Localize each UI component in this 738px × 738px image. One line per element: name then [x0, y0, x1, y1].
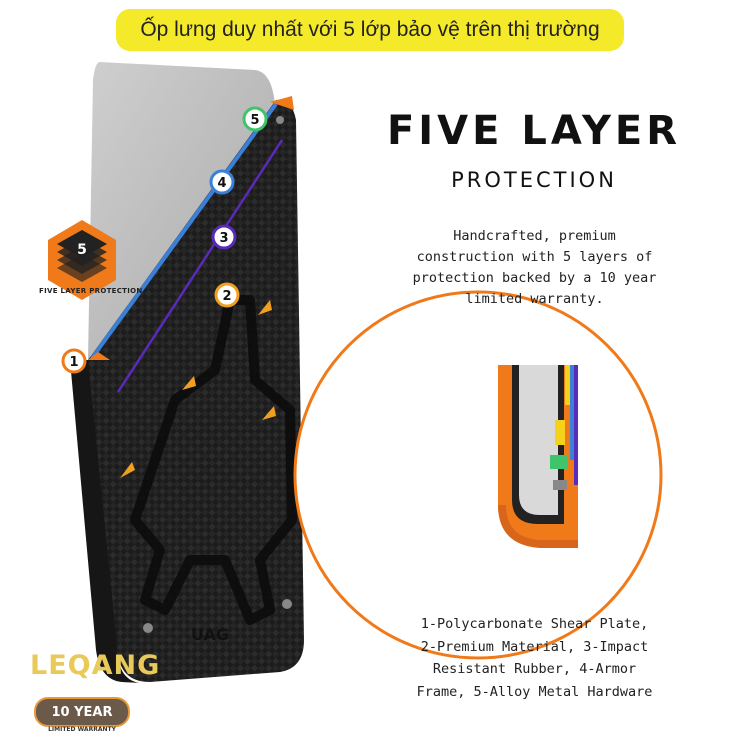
screw-icon: [143, 623, 153, 633]
warranty-subtitle: LIMITED WARRANTY: [48, 726, 116, 733]
svg-text:4: 4: [217, 176, 226, 191]
promo-banner: Ốp lưng duy nhất với 5 lớp bảo vệ trên t…: [116, 9, 624, 51]
armor-orange-tab-1: [120, 462, 135, 478]
svg-text:3: 3: [219, 231, 228, 246]
svg-text:2: 2: [222, 289, 231, 304]
marker-5: 5: [242, 106, 268, 132]
screw-icon: [276, 116, 284, 124]
svg-text:5: 5: [250, 113, 259, 128]
layers-line: Frame, 5-Alloy Metal Hardware: [416, 683, 653, 700]
page-subtitle: PROTECTION: [451, 168, 617, 192]
svg-text:1: 1: [69, 355, 78, 370]
layer-line-3: [116, 139, 284, 393]
five-layer-badge-icon: 5: [48, 220, 116, 300]
phone-back: [88, 62, 275, 360]
layers-line: Resistant Rubber, 4-Armor: [432, 661, 637, 677]
case-brand-logo: UAG: [191, 625, 229, 644]
svg-text:5: 5: [77, 242, 87, 258]
layer-line-4: [90, 102, 278, 360]
screw-icon: [282, 599, 292, 609]
marker-3: 3: [211, 224, 237, 250]
description-text: Handcrafted, premium construction with 5…: [392, 226, 677, 310]
layers-line: 2-Premium Material, 3-Impact: [420, 638, 649, 655]
warranty-badge: 10 YEAR: [34, 697, 130, 727]
description-line: protection backed by a 10 year: [412, 270, 657, 286]
five-layer-badge-label: FIVE LAYER PROTECTION: [39, 287, 143, 295]
marker-1: 1: [61, 348, 87, 374]
description-line: Handcrafted, premium: [453, 228, 616, 244]
layer-crosssection-zoom: [293, 290, 663, 660]
case-edge-orange: [88, 352, 110, 360]
brand-logo: LEQANG: [30, 650, 161, 681]
description-line: limited warranty.: [465, 291, 604, 307]
layers-caption: 1-Polycarbonate Shear Plate, 2-Premium M…: [392, 613, 677, 703]
armor-orange-tab-2: [182, 376, 196, 390]
page-title: FIVE LAYER: [386, 108, 682, 154]
armor-orange-tab-3: [258, 300, 272, 315]
marker-4: 4: [209, 169, 235, 195]
case-corner-orange: [270, 96, 294, 110]
case-side: [70, 360, 140, 683]
armor-frame: [130, 295, 297, 625]
armor-orange-tab-4: [262, 406, 276, 420]
layers-line: 1-Polycarbonate Shear Plate,: [420, 616, 649, 632]
banner-text: Ốp lưng duy nhất với 5 lớp bảo vệ trên t…: [140, 18, 600, 41]
description-line: construction with 5 layers of: [416, 249, 653, 265]
warranty-title: 10 YEAR: [51, 704, 113, 720]
marker-2: 2: [214, 282, 240, 308]
